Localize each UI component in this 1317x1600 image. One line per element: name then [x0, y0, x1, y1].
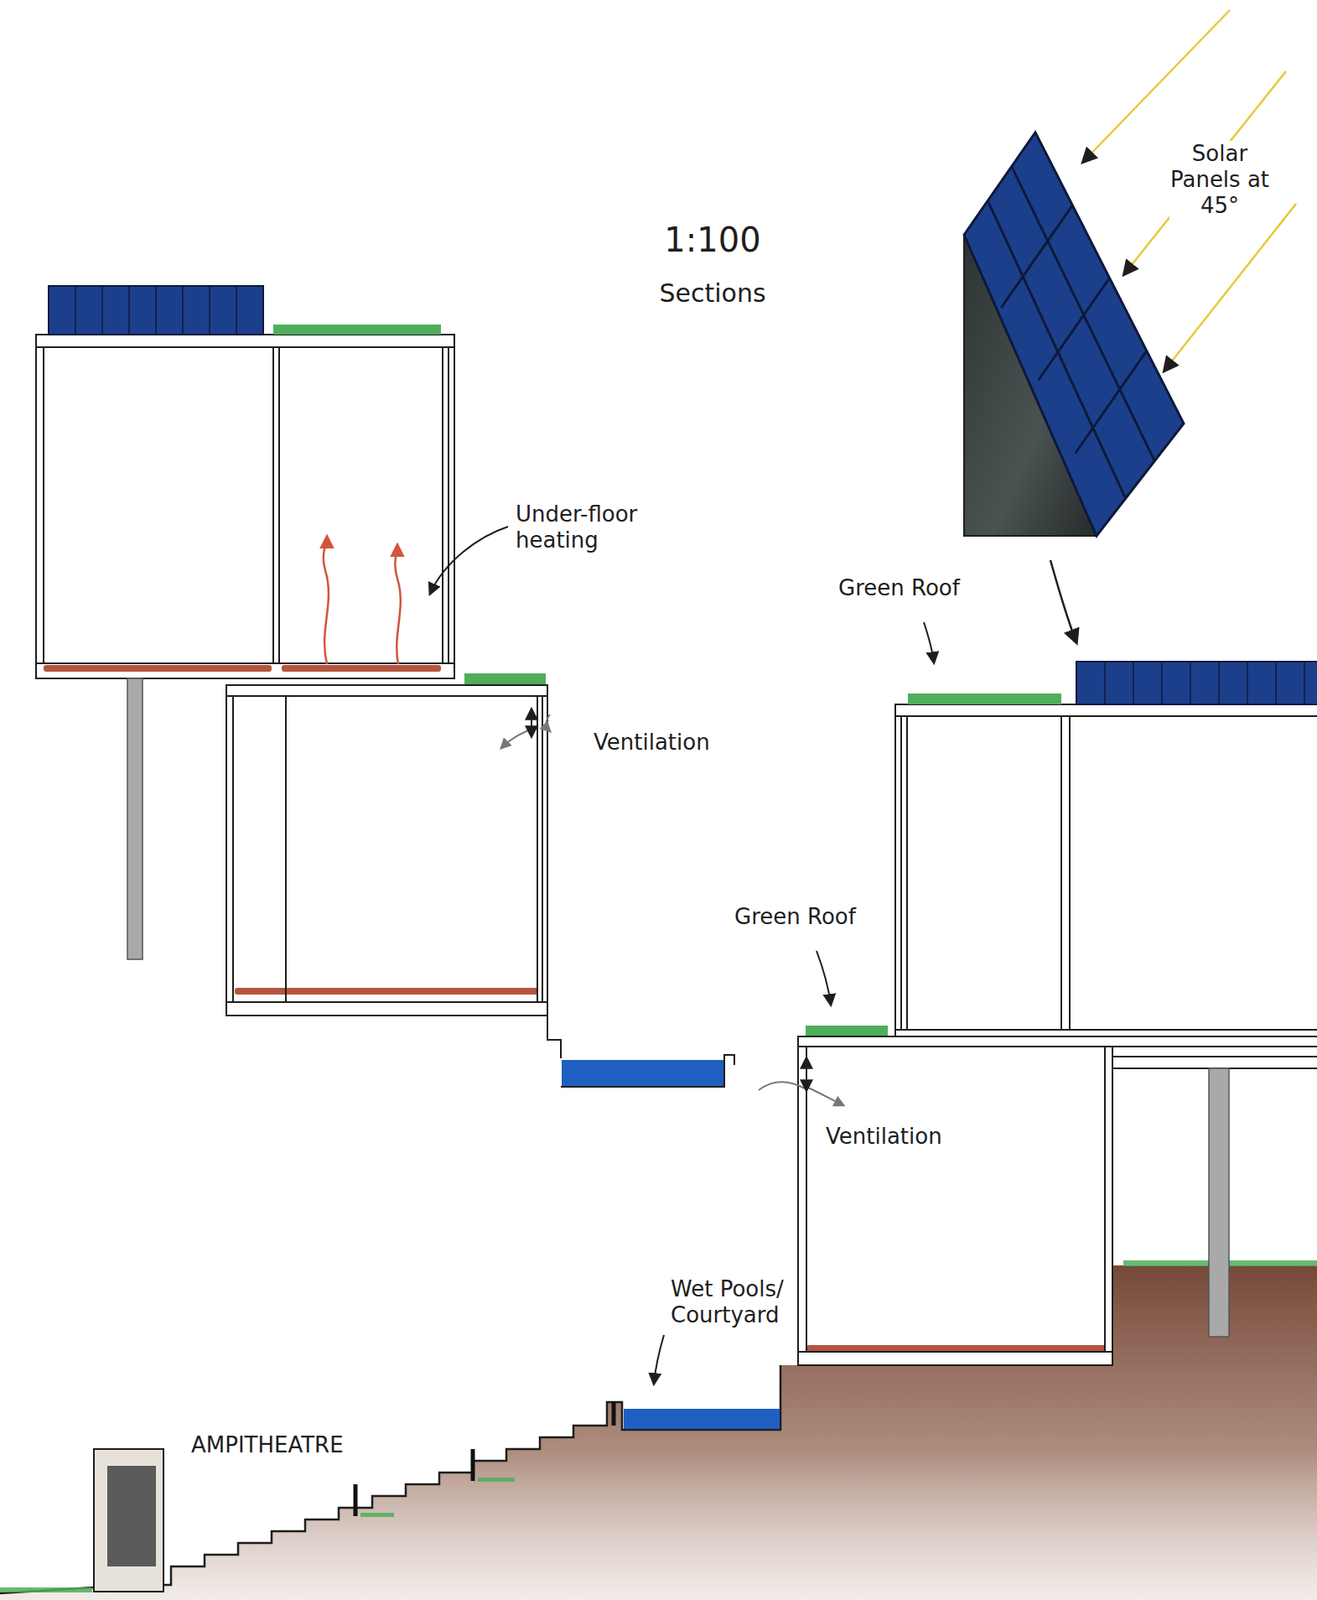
callout-label: Green Roof	[734, 903, 903, 930]
callout-label: Ventilation	[825, 1123, 994, 1150]
callout-label: Wet Pools/ Courtyard	[670, 1275, 809, 1328]
grass	[0, 1259, 1317, 1592]
ventilation-arrow	[501, 709, 550, 748]
pointer-arrow	[1050, 559, 1077, 643]
callout-label: Ventilation	[593, 729, 762, 756]
right-lower-box	[798, 1036, 1317, 1365]
seat-backs	[355, 1401, 614, 1516]
drawing-title: Sections	[628, 278, 797, 309]
column	[127, 678, 143, 960]
solar-panel-roof	[48, 285, 264, 335]
leader-line	[923, 622, 934, 663]
leader-line	[653, 1334, 664, 1384]
green-roof	[464, 673, 546, 685]
right-upper-box	[895, 704, 1317, 1040]
stair-profile	[0, 1364, 781, 1593]
heat-arrows	[323, 536, 401, 664]
earth-ground	[0, 1265, 1317, 1600]
green-roof	[805, 1025, 888, 1037]
wet-pool	[561, 1059, 724, 1086]
amphitheatre-wall	[93, 1448, 164, 1592]
column	[1208, 1068, 1229, 1337]
leader-line	[816, 950, 831, 1005]
callout-label: Under-floor heating	[515, 501, 684, 554]
area-label: AMPITHEATRE	[191, 1431, 443, 1458]
callout-label: Green Roof	[838, 575, 1006, 602]
left-lower-box	[226, 684, 548, 1016]
leader-line	[430, 526, 509, 594]
solar-panel-detail	[964, 132, 1184, 536]
scale-label: 1:100	[645, 219, 780, 260]
wet-pool	[623, 1408, 780, 1429]
ventilation-arrow	[758, 1057, 844, 1105]
green-roof	[273, 324, 441, 335]
callout-label: Solar Panels at 45°	[1169, 140, 1271, 220]
pool-step	[547, 1015, 735, 1087]
green-roof	[907, 693, 1062, 705]
panel-grid	[987, 166, 1155, 499]
left-upper-box	[36, 334, 455, 679]
underfloor-heating	[43, 664, 1317, 1352]
solar-panel-roof	[1076, 661, 1317, 705]
